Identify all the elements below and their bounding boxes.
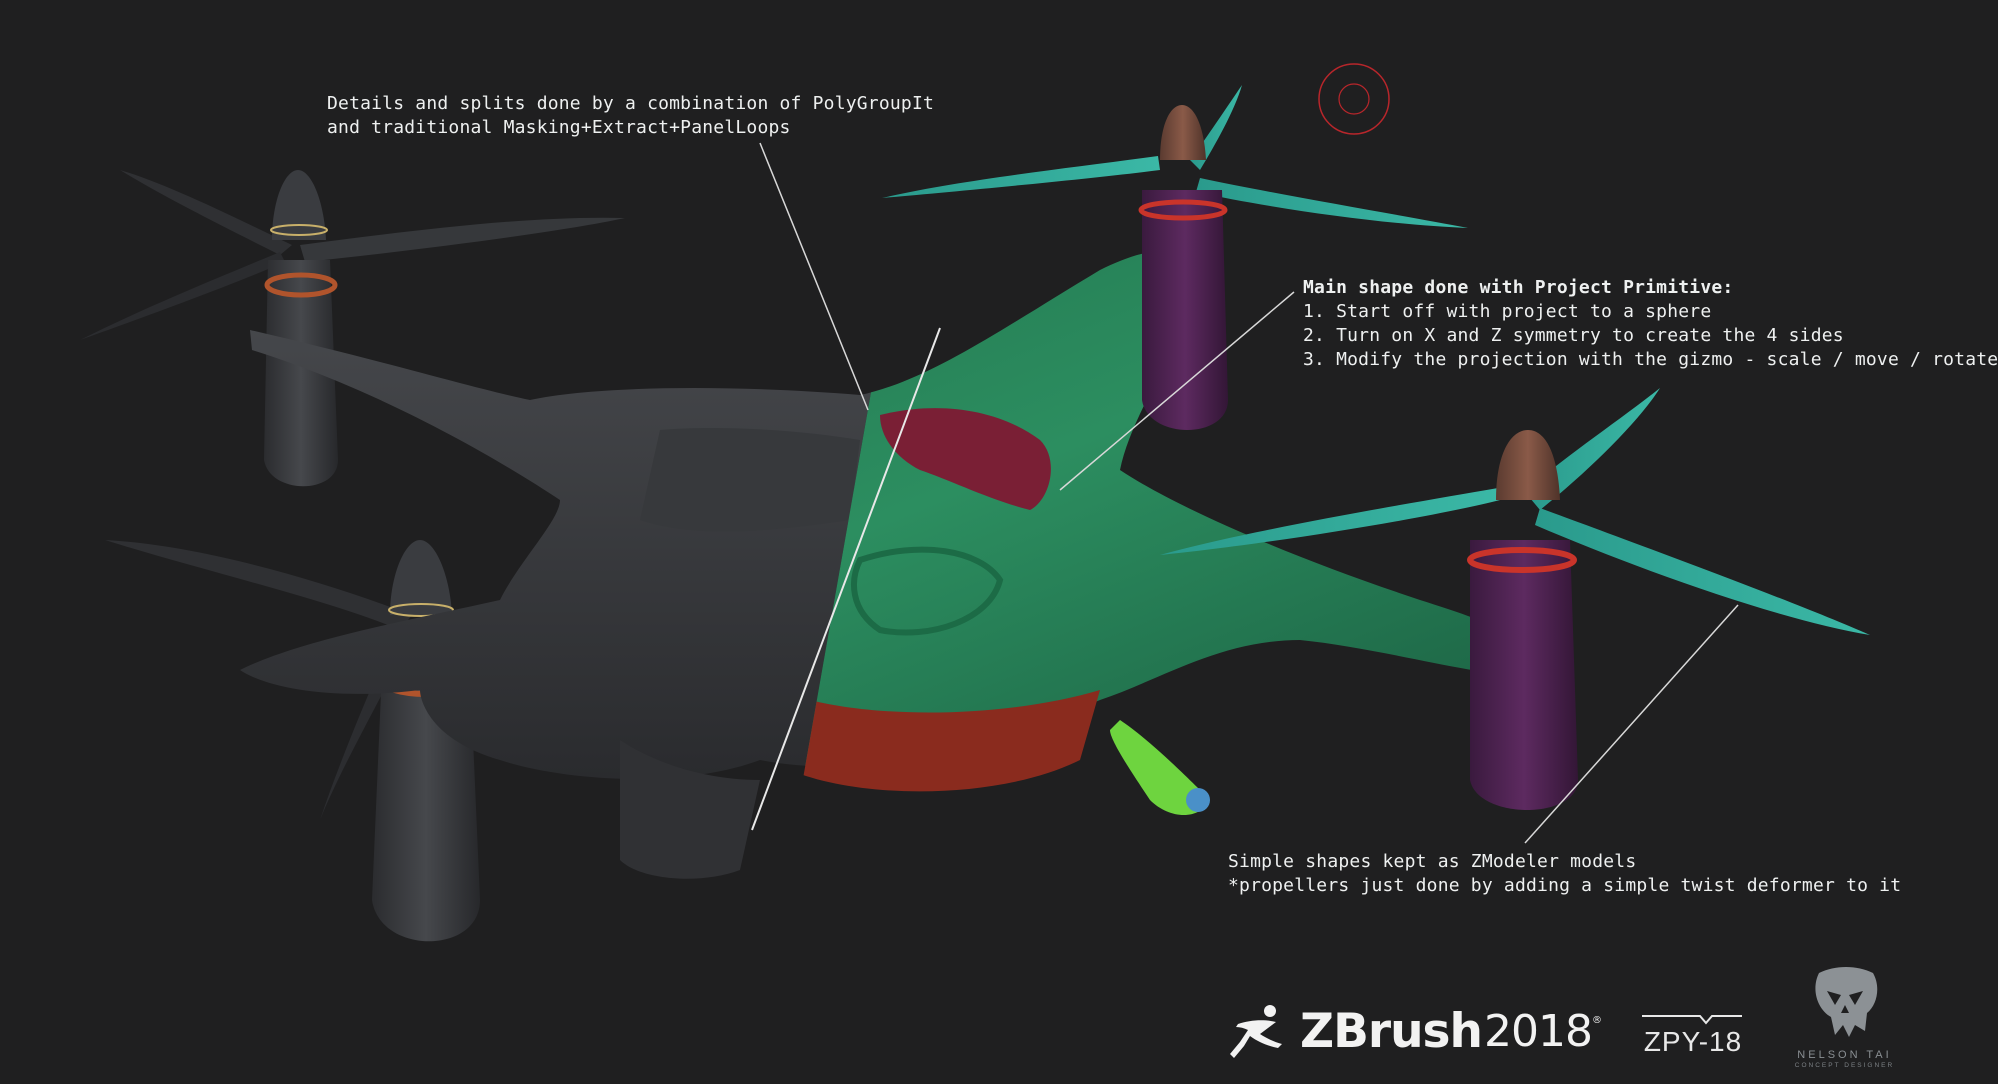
zbrush-registered-mark: ® [1591,1015,1602,1026]
propeller-blade [120,170,292,255]
annotation-simple-line1: Simple shapes kept as ZModeler models [1228,851,1637,872]
annotation-main-step: 1. Start off with project to a sphere [1303,301,1712,322]
zpy-chevron-icon [1642,1015,1742,1025]
propeller-blade [882,156,1160,198]
propeller-blade [300,217,625,262]
leader-line-simple [1524,604,1739,844]
artist-logo: NELSON TAI CONCEPT DESIGNER [1782,965,1907,1069]
propeller-blade [1196,178,1468,228]
annotation-simple-line2: *propellers just done by adding a simple… [1228,875,1902,896]
annotation-main-step: 2. Turn on X and Z symmetry to create th… [1303,325,1844,346]
underbelly [780,690,1100,792]
artist-name: NELSON TAI [1797,1049,1892,1061]
spinner-cone [1160,105,1206,160]
leader-line-main [1059,291,1295,491]
motor-pod [1142,190,1228,430]
motor-pod [1470,540,1578,810]
propeller-blade [105,540,412,630]
zpy-label: ZPY-18 [1643,1026,1743,1057]
propeller-blade [80,252,285,340]
gimbal [1110,720,1210,815]
annotation-details: Details and splits done by a combination… [327,92,934,140]
zbrush-wordmark: ZBrush [1300,1003,1483,1059]
split-line [751,327,941,831]
brush-cursor-icon [1318,63,1390,135]
zbrush-figure-icon [1230,1005,1282,1058]
orange-ring [264,272,338,298]
zpy-logo: ZPY-18 [1640,1012,1746,1058]
body-polypaint-half [750,249,1552,815]
propeller-blade [1160,488,1500,555]
annotation-details-line1: Details and splits done by a combination… [327,93,935,114]
motor-pod [264,260,338,487]
gold-ring [270,224,328,236]
skull-logo-icon [1814,967,1877,1037]
annotation-main-shape: Main shape done with Project Primitive: … [1303,276,1998,372]
spinner-cone [390,540,452,615]
spinner-cone [1496,430,1560,500]
zbrush-logo: ZBrush 2018 ® [1230,995,1602,1067]
drone-render [80,63,1870,942]
annotation-details-line2: and traditional Masking+Extract+PanelLoo… [327,117,791,138]
annotation-simple-shapes: Simple shapes kept as ZModeler models *p… [1228,850,1901,898]
annotation-main-title: Main shape done with Project Primitive: [1303,277,1734,298]
viewport[interactable] [0,0,1920,1080]
artist-role: CONCEPT DESIGNER [1794,1062,1895,1069]
gold-ring [388,603,454,617]
spinner-cone [272,170,326,240]
mask-region [880,408,1051,510]
rotor-front-right [1160,388,1870,810]
zbrush-year: 2018 [1483,1005,1593,1057]
propeller-blade [1535,508,1870,635]
rotor-rear-right [882,85,1468,430]
propeller-blade [1525,388,1660,510]
rotor-rear-left [80,170,625,487]
leader-line-details [759,142,869,411]
annotation-main-step: 3. Modify the projection with the gizmo … [1303,349,1998,370]
